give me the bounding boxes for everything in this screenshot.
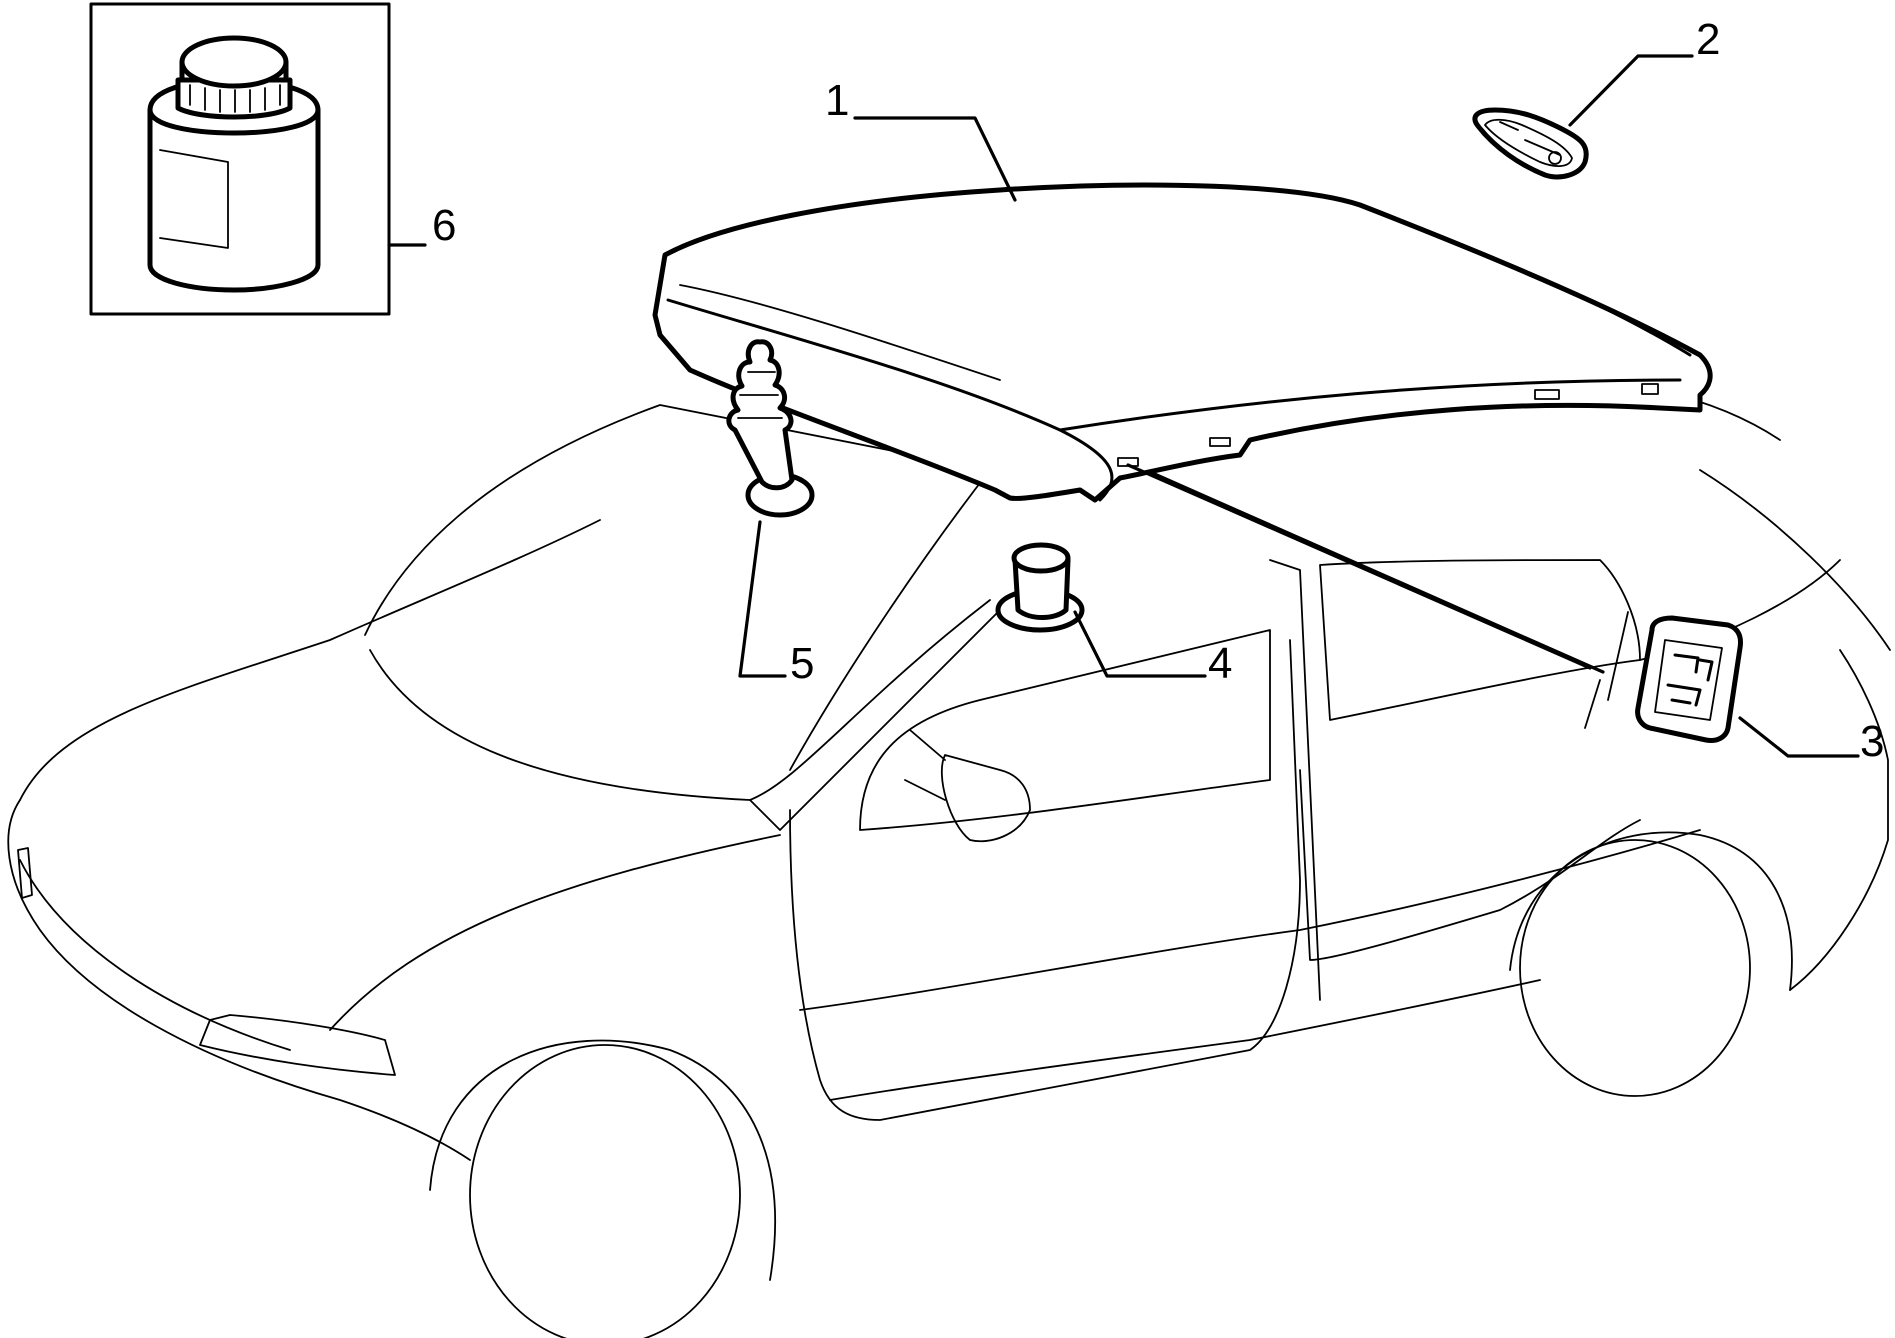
callout-6: 6	[432, 201, 456, 250]
car-sill-line	[829, 979, 1541, 1101]
clip-detail-2	[1666, 683, 1702, 707]
car-front-grille-line	[19, 859, 291, 1051]
car-rear-door-window	[1319, 559, 1641, 721]
car-rear-door	[1299, 769, 1641, 961]
plug-top	[1011, 542, 1071, 574]
car-windshield-inner	[369, 599, 991, 801]
clip-edge-marker	[1584, 611, 1629, 729]
bottle-cap-knurl	[189, 84, 281, 113]
leader-3c	[1738, 716, 1860, 758]
adhesive-bottle-icon	[89, 2, 391, 316]
car-front-bumper	[7, 799, 471, 1161]
car-hood-crease	[329, 834, 781, 1031]
car-rear-wheel-arch	[1509, 831, 1793, 991]
grommet-outer	[1472, 107, 1589, 180]
car-windshield-outer	[364, 404, 991, 771]
car-front-wheel	[469, 1044, 741, 1338]
car-hood-line	[19, 519, 601, 801]
bottle-label	[159, 149, 229, 249]
leader-2	[1568, 54, 1694, 127]
car-front-door	[789, 639, 1301, 1121]
callout-3: 3	[1860, 717, 1884, 766]
callout-1: 1	[825, 76, 849, 125]
leader-lines	[387, 54, 1860, 758]
car-front-door-window	[859, 629, 1271, 831]
car-front-wheel-arch	[429, 1039, 776, 1281]
clip-inner	[1654, 639, 1723, 721]
clip-body	[1635, 615, 1743, 743]
car-body-crease	[799, 829, 1701, 1011]
roof-panel-rear-lip	[1358, 203, 1692, 357]
clip-icon	[1584, 611, 1743, 743]
car-rear-wheel	[1519, 839, 1751, 1097]
roof-panel-side-lip	[1058, 378, 1682, 432]
car-rear-quarter	[1789, 649, 1889, 991]
bottle-cap-side	[179, 59, 289, 83]
leader-3a	[1126, 463, 1592, 670]
roof-slot-3	[1534, 389, 1560, 400]
bottle-shoulder	[147, 107, 321, 136]
bottle-frame-box	[89, 2, 391, 316]
leader-5	[738, 520, 787, 678]
car-b-pillar	[1269, 559, 1321, 1001]
plug-body	[1012, 557, 1071, 620]
fastener-shank	[726, 339, 795, 491]
callout-5: 5	[790, 639, 814, 688]
grommet-hole	[1548, 151, 1562, 165]
plug-icon	[995, 542, 1085, 633]
roof-panel-front-lip	[666, 298, 1114, 502]
roof-panel-icon	[652, 182, 1713, 503]
leader-1	[853, 116, 1017, 202]
roof-slot-2	[1209, 437, 1231, 447]
callouts: 1 2 3 4 5 6	[432, 15, 1884, 766]
car-headlight	[199, 1014, 396, 1076]
car-rear-roofline	[1699, 469, 1891, 651]
grommet-inner	[1484, 118, 1573, 167]
bottle-cap-top	[179, 35, 289, 89]
fastener-threads	[737, 371, 783, 419]
grommet-icon	[1472, 107, 1589, 180]
roof-panel-front-edge	[679, 284, 1001, 381]
car-mirror-mount	[904, 729, 946, 801]
leader-4	[1073, 610, 1207, 678]
car-side-marker	[17, 847, 33, 899]
car-a-pillar	[749, 609, 1001, 831]
car-side-mirror	[940, 754, 1031, 843]
clip-detail-1	[1673, 653, 1714, 682]
roof-panel-outer	[652, 182, 1713, 503]
callout-4: 4	[1208, 639, 1232, 688]
car-outline	[7, 377, 1891, 1338]
fastener-icon	[726, 339, 815, 518]
callout-2: 2	[1696, 15, 1720, 64]
roof-slot-4	[1641, 383, 1659, 395]
bottle-cap-ring	[175, 77, 293, 120]
leader-3b	[1148, 470, 1605, 674]
